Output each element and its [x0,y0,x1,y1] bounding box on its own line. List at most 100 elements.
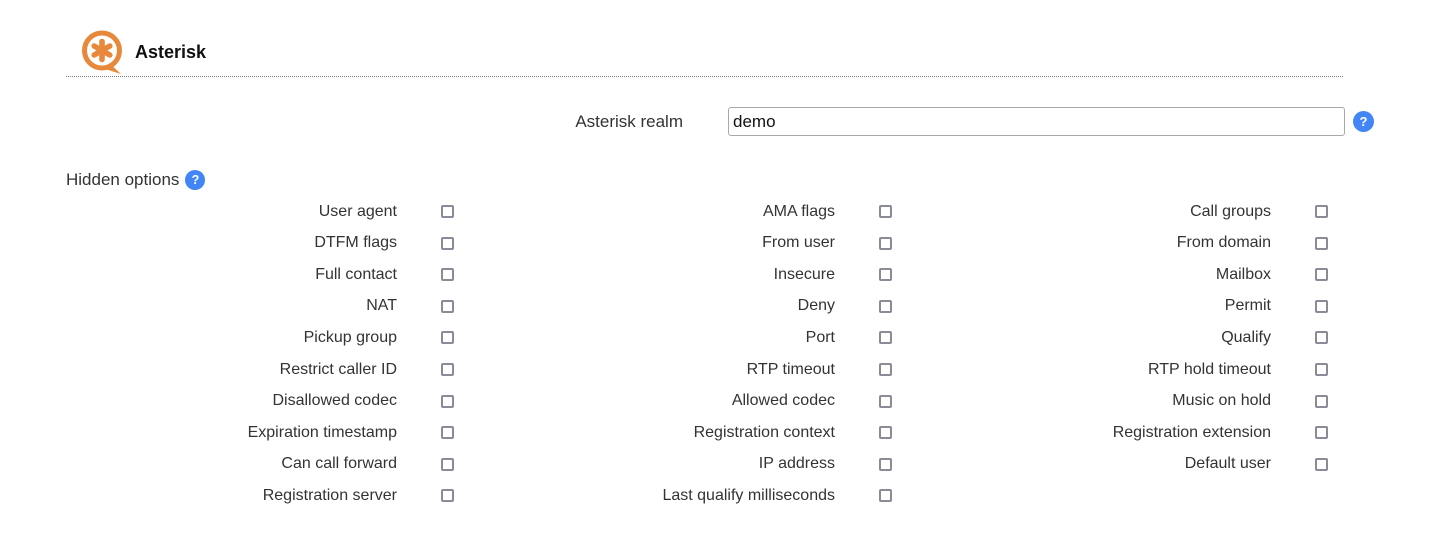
hidden-option-row: IP address [454,448,892,480]
hidden-option-label: Registration extension [1112,423,1271,441]
hidden-option-row: Restrict caller ID [0,354,454,386]
hidden-option-row: RTP hold timeout [891,354,1328,386]
question-mark-glyph: ? [1359,114,1368,129]
hidden-option-label: Restrict caller ID [279,360,397,378]
hidden-option-row: Disallowed codec [0,385,454,417]
hidden-option-label: Call groups [1190,202,1271,220]
hidden-option-checkbox[interactable] [441,363,454,376]
hidden-option-row: Default user [891,448,1328,480]
hidden-option-checkbox[interactable] [1315,457,1328,471]
hidden-option-label: Permit [1224,297,1271,315]
hidden-options-column-2: AMA flags From user Insecure Deny Port R… [454,196,892,511]
hidden-option-row: Registration server [0,480,454,512]
hidden-option-checkbox[interactable] [1315,205,1328,219]
hidden-option-row: AMA flags [454,196,892,228]
hidden-option-checkbox[interactable] [1315,268,1328,282]
hidden-option-checkbox[interactable] [441,489,454,503]
hidden-option-label: From domain [1176,234,1271,252]
hidden-option-checkbox[interactable] [1315,299,1328,313]
hidden-option-label: Port [805,328,835,346]
hidden-option-row: NAT [0,291,454,323]
asterisk-logo-icon [82,30,122,74]
help-icon[interactable]: ? [185,170,206,190]
hidden-option-label: Registration context [693,423,835,441]
hidden-option-label: Default user [1184,455,1271,473]
hidden-option-row: RTP timeout [454,354,892,386]
hidden-option-checkbox[interactable] [441,331,454,345]
hidden-option-row: Qualify [891,322,1328,354]
hidden-option-label: Allowed codec [731,392,835,410]
hidden-option-row: Allowed codec [454,385,892,417]
hidden-options-heading: Hidden options ? [66,169,206,191]
question-mark-glyph: ? [191,173,200,187]
hidden-option-label: User agent [318,202,397,220]
hidden-option-row: Call groups [891,196,1328,228]
hidden-option-checkbox[interactable] [1315,236,1328,250]
hidden-option-checkbox[interactable] [441,394,454,408]
hidden-option-row: Port [454,322,892,354]
hidden-option-label: Pickup group [303,328,397,346]
hidden-option-row: Deny [454,291,892,323]
hidden-option-label: Qualify [1221,328,1271,346]
hidden-option-row: Mailbox [891,259,1328,291]
hidden-option-label: Expiration timestamp [247,423,397,441]
hidden-option-row: Music on hold [891,385,1328,417]
hidden-option-row: Permit [891,291,1328,323]
hidden-option-row: Registration extension [891,417,1328,449]
hidden-option-row: Last qualify milliseconds [454,480,892,512]
hidden-option-label: DTFM flags [314,234,397,252]
hidden-option-label: Deny [797,297,835,315]
hidden-option-label: Can call forward [281,455,397,473]
hidden-option-label: Last qualify milliseconds [662,486,835,504]
hidden-option-checkbox[interactable] [441,426,454,440]
asterisk-realm-input[interactable] [728,107,1345,136]
hidden-option-label: From user [762,234,835,252]
page-title: Asterisk [135,42,207,62]
hidden-option-checkbox[interactable] [1315,363,1328,376]
hidden-option-label: Full contact [315,265,397,283]
section-divider [66,76,1343,77]
hidden-option-checkbox[interactable] [879,299,892,313]
hidden-option-checkbox[interactable] [441,299,454,313]
hidden-option-checkbox[interactable] [1315,394,1328,408]
hidden-option-checkbox[interactable] [441,236,454,250]
hidden-option-checkbox[interactable] [441,457,454,471]
hidden-option-row: Insecure [454,259,892,291]
hidden-option-checkbox[interactable] [441,268,454,282]
asterisk-realm-label: Asterisk realm [575,112,683,131]
hidden-option-row: Pickup group [0,322,454,354]
hidden-option-checkbox[interactable] [879,205,892,219]
hidden-option-label: Music on hold [1172,392,1271,410]
hidden-option-row: Can call forward [0,448,454,480]
hidden-option-label: Registration server [262,486,397,504]
hidden-option-checkbox[interactable] [879,268,892,282]
hidden-option-checkbox[interactable] [1315,331,1328,345]
hidden-option-checkbox[interactable] [879,331,892,345]
hidden-option-label: RTP timeout [746,360,835,378]
hidden-option-checkbox[interactable] [879,489,892,503]
hidden-option-checkbox[interactable] [441,205,454,219]
hidden-option-row: User agent [0,196,454,228]
hidden-option-label: Disallowed codec [272,392,397,410]
hidden-option-label: Insecure [773,265,835,283]
hidden-option-row: Registration context [454,417,892,449]
hidden-option-checkbox[interactable] [879,394,892,408]
hidden-options-label: Hidden options [66,170,180,189]
hidden-options-column-3: Call groups From domain Mailbox Permit Q… [891,196,1328,480]
hidden-option-row: Expiration timestamp [0,417,454,449]
hidden-option-row: DTFM flags [0,228,454,260]
hidden-option-checkbox[interactable] [879,457,892,471]
hidden-option-checkbox[interactable] [1315,426,1328,440]
hidden-option-label: NAT [366,297,397,315]
hidden-option-label: IP address [758,455,835,473]
hidden-options-column-1: User agent DTFM flags Full contact NAT P… [0,196,454,511]
hidden-option-label: AMA flags [762,202,835,220]
hidden-option-label: RTP hold timeout [1147,360,1271,378]
hidden-option-row: Full contact [0,259,454,291]
hidden-option-row: From domain [891,228,1328,260]
help-icon[interactable]: ? [1353,111,1374,132]
hidden-option-checkbox[interactable] [879,363,892,376]
hidden-option-checkbox[interactable] [879,236,892,250]
hidden-option-row: From user [454,228,892,260]
hidden-option-checkbox[interactable] [879,426,892,440]
